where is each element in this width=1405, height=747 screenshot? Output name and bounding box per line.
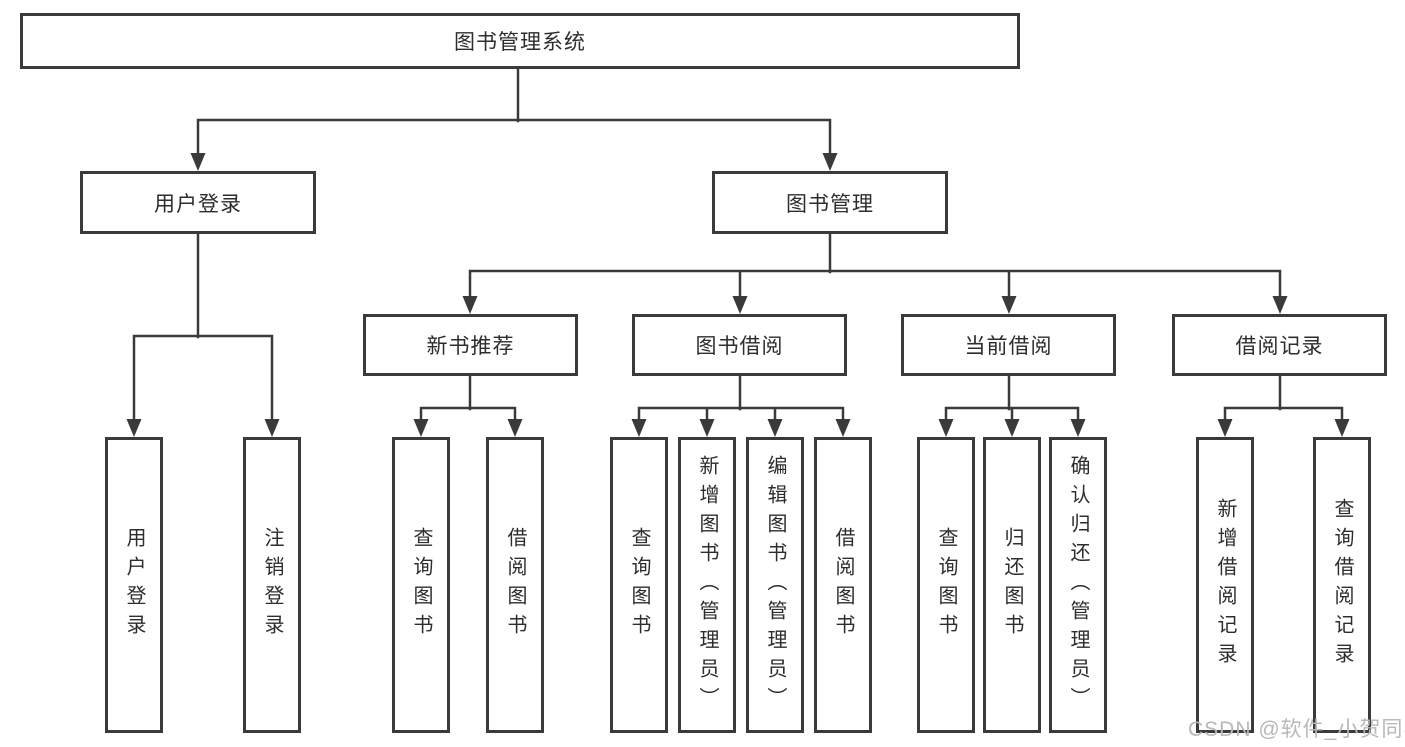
leaf-query-borrow-record: 查询借阅记录 <box>1313 437 1371 733</box>
leaf-query-books-1: 查询图书 <box>392 437 450 733</box>
connector-book-mgmt-to-level3 <box>468 232 1282 301</box>
node-user-login-label: 用户登录 <box>154 192 242 216</box>
node-book-borrow: 图书借阅 <box>632 314 847 376</box>
leaf-user-login-label: 用户登录 <box>123 527 145 643</box>
leaf-query-books-2-label: 查询图书 <box>628 527 650 643</box>
leaf-add-borrow-record-label: 新增借阅记录 <box>1214 498 1236 672</box>
leaf-confirm-return-admin: 确认归还（管理员） <box>1049 437 1107 733</box>
leaf-query-books-3-label: 查询图书 <box>935 527 957 643</box>
node-current-borrow: 当前借阅 <box>901 314 1116 376</box>
node-root-label: 图书管理系统 <box>454 31 586 54</box>
leaf-borrow-books-2: 借阅图书 <box>814 437 872 733</box>
node-book-management-label: 图书管理 <box>786 192 874 216</box>
leaf-logout: 注销登录 <box>243 437 301 733</box>
leaf-confirm-return-admin-label: 确认归还（管理员） <box>1067 454 1089 716</box>
leaf-borrow-books-2-label: 借阅图书 <box>832 527 854 643</box>
node-root: 图书管理系统 <box>20 13 1020 69</box>
connector-book-borrow-to-leaves <box>637 374 845 423</box>
leaf-logout-label: 注销登录 <box>261 527 283 643</box>
leaf-query-borrow-record-label: 查询借阅记录 <box>1331 498 1353 672</box>
connector-borrow-records-to-leaves <box>1223 374 1344 423</box>
node-borrow-records-label: 借阅记录 <box>1235 335 1324 358</box>
node-current-borrow-label: 当前借阅 <box>964 335 1053 358</box>
connector-new-book-recommend-to-leaves <box>419 374 517 423</box>
leaf-borrow-books-1-label: 借阅图书 <box>504 527 526 643</box>
arrowheads <box>126 153 1350 437</box>
node-new-book-recommend-label: 新书推荐 <box>426 335 515 358</box>
connector-root-to-level2 <box>196 67 832 158</box>
leaf-user-login: 用户登录 <box>105 437 163 733</box>
connector-user-login-to-leaves <box>132 232 274 423</box>
leaf-return-book-label: 归还图书 <box>1001 527 1023 643</box>
node-book-management: 图书管理 <box>712 171 948 234</box>
node-borrow-records: 借阅记录 <box>1172 314 1387 376</box>
leaf-return-book: 归还图书 <box>983 437 1041 733</box>
leaf-query-books-3: 查询图书 <box>917 437 975 733</box>
csdn-watermark: CSDN @软件_小贺同学 <box>1188 718 1405 741</box>
node-book-borrow-label: 图书借阅 <box>695 335 784 358</box>
node-new-book-recommend: 新书推荐 <box>363 314 578 376</box>
leaf-add-book-admin: 新增图书（管理员） <box>678 437 736 733</box>
node-user-login: 用户登录 <box>80 171 316 234</box>
leaf-edit-book-admin: 编辑图书（管理员） <box>746 437 804 733</box>
leaf-add-book-admin-label: 新增图书（管理员） <box>696 454 718 716</box>
leaf-edit-book-admin-label: 编辑图书（管理员） <box>764 454 786 716</box>
leaf-query-books-1-label: 查询图书 <box>410 527 432 643</box>
leaf-borrow-books-1: 借阅图书 <box>486 437 544 733</box>
leaf-add-borrow-record: 新增借阅记录 <box>1196 437 1254 733</box>
leaf-query-books-2: 查询图书 <box>610 437 668 733</box>
connector-current-borrow-to-leaves <box>944 374 1080 423</box>
